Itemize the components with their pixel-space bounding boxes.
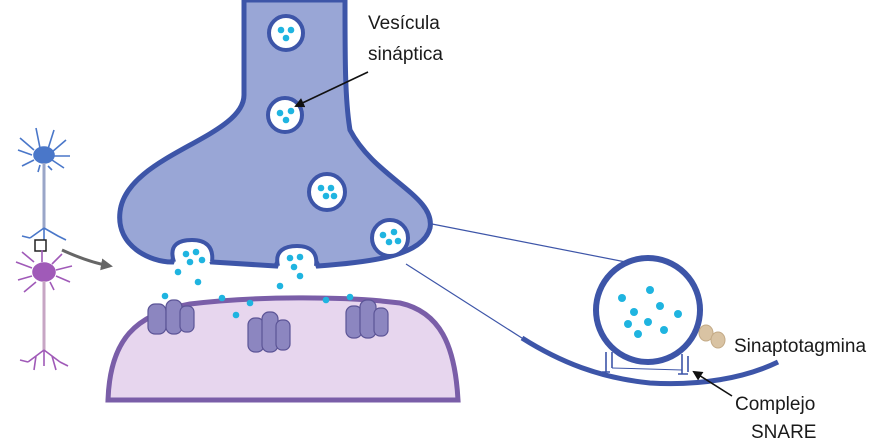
snare-label-line1: Complejo [735,394,815,415]
inset-vesicle [596,258,700,362]
postsynaptic-neuron-icon [16,250,72,370]
magnified-inset [522,258,778,384]
synaptic-vesicle [372,220,408,256]
fusing-vesicle [172,240,212,265]
vesicle-label-line2: sináptica [368,44,443,65]
vesicle-label-line1: Vesícula [368,13,440,34]
synaptic-vesicle [309,174,345,210]
presynaptic-neuron-icon [18,128,70,240]
synaptic-vesicle [269,16,303,50]
zoom-box-icon [35,240,46,251]
synaptotagmin-molecule [699,325,725,348]
zoom-arrow-icon [62,250,110,266]
snare-label-line2: SNARE [751,422,816,443]
neuron-pair-illustration [16,128,110,370]
zoom-line [432,224,636,264]
synaptic-vesicle [268,98,302,132]
synaptotagmin-label: Sinaptotagmina [734,336,866,357]
fusing-vesicle [277,246,316,270]
